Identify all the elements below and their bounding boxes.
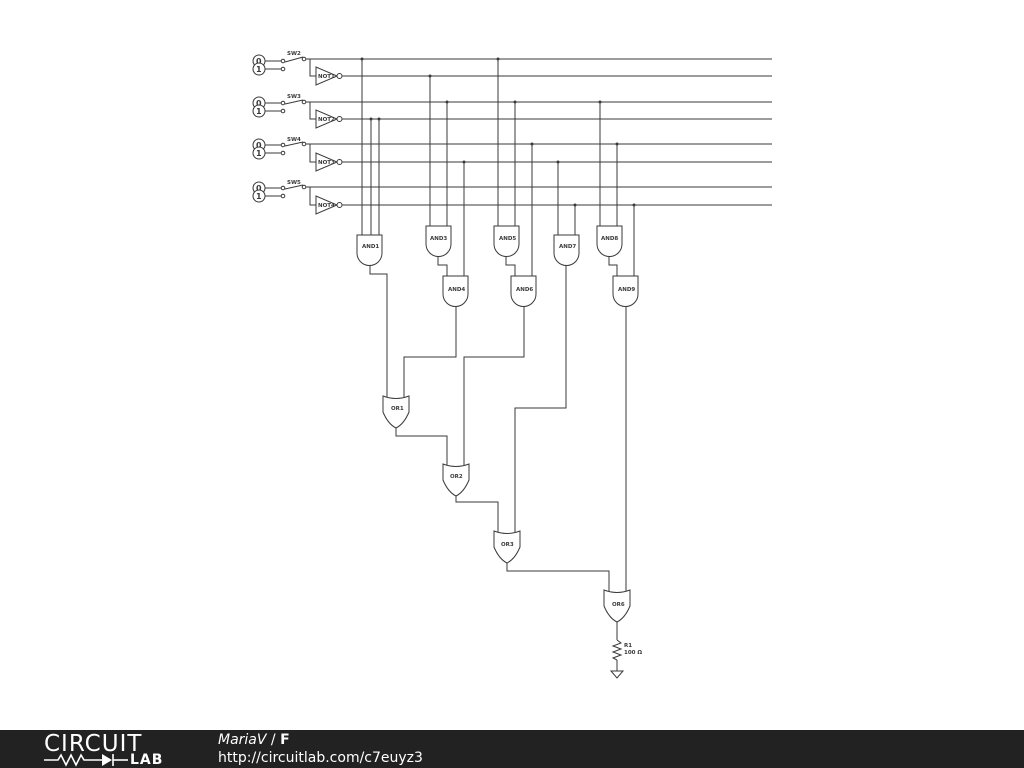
input-stage: 0 1 SW2 0 1 SW3 0 1 SW4 0 1 (252, 51, 772, 215)
switch-label: SW3 (287, 94, 301, 100)
switch-label: SW4 (287, 137, 301, 143)
circuit-url-link[interactable]: http://circuitlab.com/c7euyz3 (218, 750, 423, 766)
and-gate-and4[interactable]: AND4 (442, 275, 469, 307)
inverter-not4[interactable]: NOT4 (315, 195, 343, 215)
or-gate-or6[interactable]: OR6 (603, 589, 631, 623)
or-tree-wiring (369, 265, 627, 640)
author-link[interactable]: MariaV (218, 732, 267, 748)
resistor-value: 100 Ω (624, 650, 642, 656)
gate-label: AND3 (430, 236, 447, 242)
ground-icon (609, 670, 625, 679)
gate-label: AND7 (559, 244, 576, 250)
and-gate-and7[interactable]: AND7 (553, 234, 580, 266)
gate-label: AND6 (516, 287, 533, 293)
switch-label: SW5 (287, 180, 301, 186)
switch-low-value: 0 (256, 184, 262, 193)
tap-wires (360, 57, 636, 276)
and-gate-and3[interactable]: AND3 (425, 225, 452, 257)
gate-label: AND5 (499, 236, 516, 242)
inverter-not1[interactable]: NOT1 (315, 66, 343, 86)
resistor-label: R1 (624, 643, 632, 649)
circuitlab-logo[interactable]: CIRCUIT LAB (44, 732, 176, 768)
switch-high-value: 1 (256, 192, 262, 201)
gate-label: OR6 (612, 602, 625, 608)
resistor-r1[interactable]: R1 100 Ω (611, 639, 642, 661)
circuit-name: F (280, 732, 290, 748)
title-separator: / (266, 732, 281, 748)
gate-label: OR3 (501, 542, 514, 548)
and-gate-and9[interactable]: AND9 (612, 275, 639, 307)
switch-sw5[interactable]: 0 1 SW5 (252, 180, 307, 203)
gate-label: AND8 (601, 236, 618, 242)
logo-bottom-text: LAB (130, 752, 164, 768)
gate-label: OR1 (391, 406, 404, 412)
or-gate-or1[interactable]: OR1 (382, 395, 410, 429)
gate-label: AND4 (448, 287, 465, 293)
switch-low-value: 0 (256, 99, 262, 108)
inverter-not3[interactable]: NOT3 (315, 152, 343, 172)
footer-bar: CIRCUIT LAB MariaV / F http://circuitlab… (0, 730, 1024, 768)
switch-sw4[interactable]: 0 1 SW4 (252, 137, 307, 160)
inverter-not2[interactable]: NOT2 (315, 109, 343, 129)
switch-high-value: 1 (256, 65, 262, 74)
or-gate-or2[interactable]: OR2 (442, 463, 470, 497)
gate-label: NOT1 (318, 74, 335, 80)
circuit-title: MariaV / F (218, 731, 290, 749)
gate-label: NOT2 (318, 117, 335, 123)
switch-sw3[interactable]: 0 1 SW3 (252, 94, 307, 118)
gate-label: NOT4 (318, 203, 335, 209)
gate-label: NOT3 (318, 160, 335, 166)
resistor-diode-icon (44, 753, 128, 767)
gate-label: AND1 (362, 244, 379, 250)
switch-label: SW2 (287, 51, 301, 57)
and-gate-and5[interactable]: AND5 (493, 225, 520, 257)
logo-top-text: CIRCUIT (44, 731, 143, 757)
and-gate-and6[interactable]: AND6 (510, 275, 537, 307)
switch-sw2[interactable]: 0 1 SW2 (252, 51, 307, 76)
and-gate-and1[interactable]: AND1 (356, 234, 383, 266)
gate-label: AND9 (618, 287, 635, 293)
or-gate-or3[interactable]: OR3 (493, 530, 521, 564)
switch-low-value: 0 (256, 57, 262, 66)
switch-low-value: 0 (256, 141, 262, 150)
switch-high-value: 1 (256, 149, 262, 158)
circuit-schematic: 0 1 SW2 0 1 SW3 0 1 SW4 0 1 (252, 51, 772, 679)
gate-label: OR2 (450, 474, 463, 480)
switch-high-value: 1 (256, 107, 262, 116)
and-gate-and8[interactable]: AND8 (596, 225, 623, 257)
